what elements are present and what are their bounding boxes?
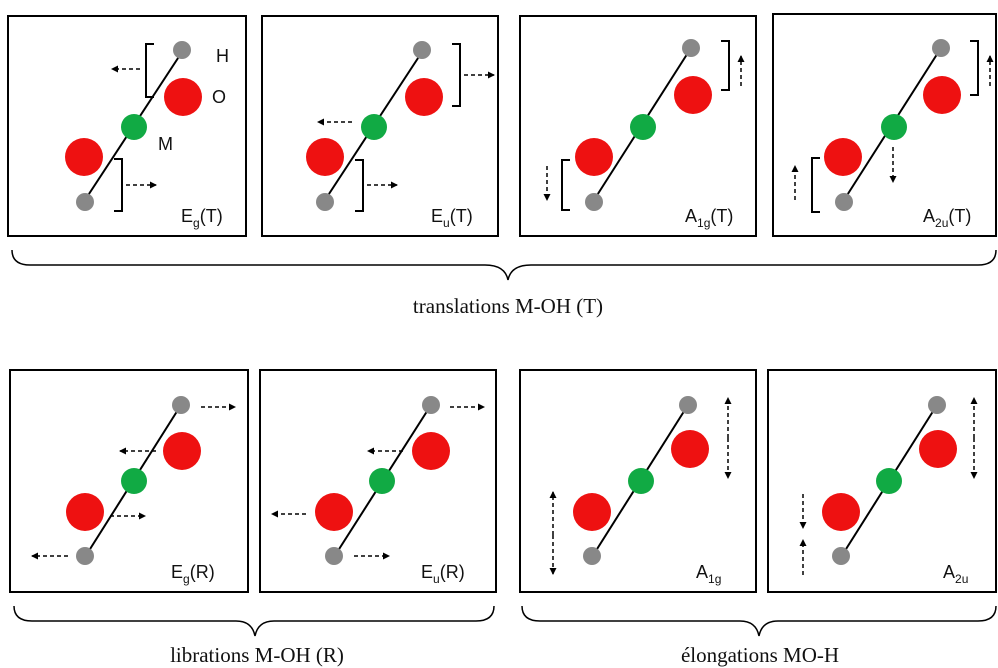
mode-label: Eg(R) bbox=[171, 562, 215, 586]
hydrogen-atom bbox=[422, 396, 440, 414]
metal-atom bbox=[121, 114, 147, 140]
bracket-icon bbox=[355, 159, 364, 212]
panel-eg-t: H O M Eg(T) bbox=[7, 15, 247, 237]
hydrogen-atom bbox=[682, 39, 700, 57]
mode-label: Eg(T) bbox=[181, 206, 223, 230]
panel-eg-r: Eg(R) bbox=[9, 369, 249, 593]
atom-label-o: O bbox=[212, 87, 226, 107]
mode-label: A2u(T) bbox=[923, 206, 971, 230]
bracket-icon bbox=[811, 157, 820, 213]
caption-elongations: élongations MO-H bbox=[681, 643, 839, 667]
oxygen-atom bbox=[315, 493, 353, 531]
mode-label: Eu(R) bbox=[421, 562, 465, 586]
bracket-icon bbox=[970, 40, 979, 96]
bracket-icon bbox=[561, 159, 570, 211]
hydrogen-atom bbox=[832, 547, 850, 565]
brace-icon bbox=[11, 249, 997, 281]
oxygen-atom bbox=[573, 493, 611, 531]
hydrogen-atom bbox=[316, 193, 334, 211]
oxygen-atom bbox=[66, 493, 104, 531]
oxygen-atom bbox=[919, 430, 957, 468]
oxygen-atom bbox=[306, 138, 344, 176]
bracket-icon bbox=[452, 43, 461, 107]
hydrogen-atom bbox=[835, 193, 853, 211]
panel-a2u: A2u bbox=[767, 369, 997, 593]
bracket-icon bbox=[145, 43, 154, 98]
hydrogen-atom bbox=[585, 193, 603, 211]
panel-eu-t: Eu(T) bbox=[261, 15, 499, 237]
oxygen-atom bbox=[824, 138, 862, 176]
mode-label: A2u bbox=[943, 562, 968, 586]
metal-atom bbox=[881, 114, 907, 140]
oxygen-atom bbox=[164, 78, 202, 116]
panel-a1g-t: A1g(T) bbox=[519, 15, 757, 237]
metal-atom bbox=[369, 468, 395, 494]
hydrogen-atom bbox=[172, 396, 190, 414]
metal-atom bbox=[628, 468, 654, 494]
hydrogen-atom bbox=[583, 547, 601, 565]
panel-eu-r: Eu(R) bbox=[259, 369, 497, 593]
oxygen-atom bbox=[923, 76, 961, 114]
oxygen-atom bbox=[405, 78, 443, 116]
hydrogen-atom bbox=[928, 396, 946, 414]
mode-label: Eu(T) bbox=[431, 206, 473, 230]
oxygen-atom bbox=[671, 430, 709, 468]
mode-label: A1g bbox=[696, 562, 721, 586]
oxygen-atom bbox=[674, 76, 712, 114]
bracket-icon bbox=[721, 40, 730, 91]
metal-atom bbox=[361, 114, 387, 140]
hydrogen-atom bbox=[325, 547, 343, 565]
metal-atom bbox=[876, 468, 902, 494]
hydrogen-atom bbox=[76, 547, 94, 565]
oxygen-atom bbox=[575, 138, 613, 176]
oxygen-atom bbox=[412, 432, 450, 470]
hydrogen-atom bbox=[173, 41, 191, 59]
bracket-icon bbox=[114, 158, 123, 212]
brace-icon bbox=[13, 605, 495, 637]
mode-label: A1g(T) bbox=[685, 206, 733, 230]
oxygen-atom bbox=[163, 432, 201, 470]
hydrogen-atom bbox=[76, 193, 94, 211]
panel-a2u-t: A2u(T) bbox=[772, 13, 997, 237]
panel-a1g: A1g bbox=[519, 369, 757, 593]
metal-atom bbox=[121, 468, 147, 494]
hydrogen-atom bbox=[413, 41, 431, 59]
brace-icon bbox=[521, 605, 997, 637]
oxygen-atom bbox=[822, 493, 860, 531]
atom-label-h: H bbox=[216, 46, 229, 66]
caption-translations: translations M-OH (T) bbox=[413, 294, 603, 318]
hydrogen-atom bbox=[932, 39, 950, 57]
atom-label-m: M bbox=[158, 134, 173, 154]
metal-atom bbox=[630, 114, 656, 140]
hydrogen-atom bbox=[679, 396, 697, 414]
oxygen-atom bbox=[65, 138, 103, 176]
caption-librations: librations M-OH (R) bbox=[170, 643, 344, 667]
